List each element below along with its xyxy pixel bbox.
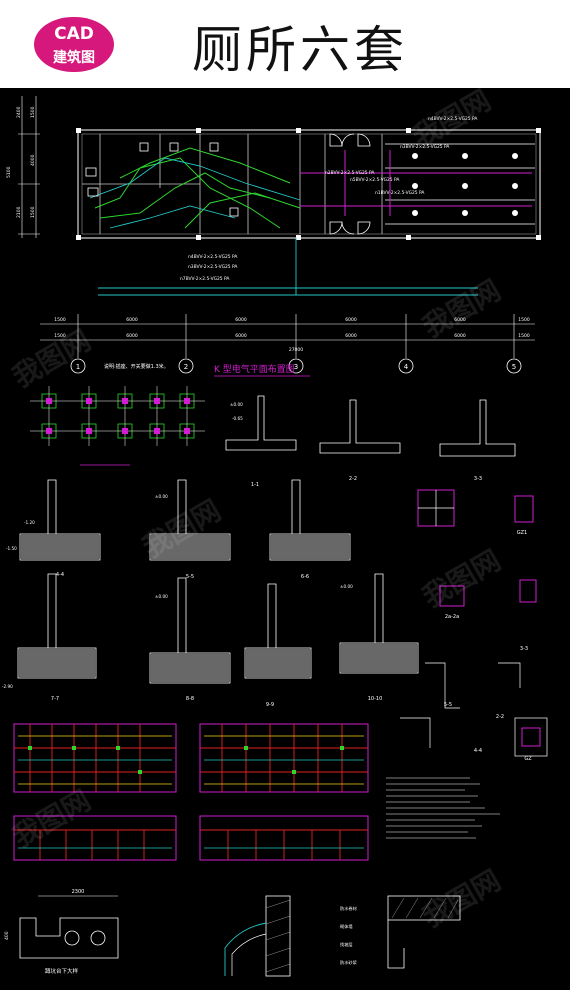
dimension-text: 4000 (30, 154, 36, 166)
column-details: GZ1 GZ 2a-2a 3-3 5-5 2-2 4-4 (400, 489, 548, 762)
light-fixtures (412, 153, 518, 216)
watermark-text: 我图网 (7, 783, 96, 854)
elevation-label: ±0.00 (155, 494, 168, 499)
cable-label: n4BVV-2×2.5-VG25 PA (428, 116, 477, 122)
column-label: 2-2 (496, 714, 504, 720)
elevation-label: -2.90 (2, 684, 13, 689)
elevation-label: ±0.00 (340, 584, 353, 589)
dimension-text: 1500 (54, 317, 66, 323)
general-notes (386, 777, 500, 839)
overall-dimension: 27000 (289, 347, 303, 353)
dimension-text: 6000 (126, 317, 138, 323)
elevation-label: ±0.00 (155, 594, 168, 599)
cable-label: n4BVV-2×2.5-VG25 PA (188, 254, 237, 260)
dimension-text: 400 (4, 931, 10, 940)
dimension-text: 1500 (30, 206, 36, 218)
plan-title: K 型电气平面布置图 (214, 363, 295, 375)
badge-cad-text: CAD (54, 24, 94, 44)
dimension-text: 1500 (30, 106, 36, 118)
axis-bubbles: 1 2 3 4 5 (70, 358, 522, 374)
section-label: 8-8 (186, 696, 194, 702)
section-label: 5-5 (186, 574, 194, 580)
cable-label: n3BVV-2×2.5-VG25 PA (188, 264, 237, 270)
section-label: 6-6 (301, 574, 309, 580)
section-label: 1-1 (251, 482, 259, 488)
foundation-grid (30, 386, 205, 466)
section-label: 7-7 (51, 696, 59, 702)
cad-badge: CAD 建筑图 (34, 17, 114, 72)
pit-width: 2300 (72, 889, 85, 895)
detail-note: 找坡层 (340, 941, 353, 948)
dimension-text: 6000 (345, 333, 357, 339)
column-label: 2a-2a (445, 614, 459, 620)
structural-plans (13, 723, 369, 861)
header-banner: CAD 建筑图 厕所六套 (0, 0, 570, 88)
dimension-text: 2100 (16, 206, 22, 218)
cable-label: n5BVV-2×2.5-VG25 PA (350, 177, 399, 183)
detail-note: 防水砂浆 (340, 959, 358, 966)
dimension-text: 1500 (518, 317, 530, 323)
dimension-text: 1500 (54, 333, 66, 339)
pit-label: 蹲坑台下大样 (45, 967, 79, 975)
gravel-fill (19, 535, 417, 682)
column-label: GZ (524, 756, 532, 762)
column-label: 5-5 (444, 702, 452, 708)
dimension-text: 6000 (126, 333, 138, 339)
cable-label: n7BVV-2×2.5-VG25 PA (180, 276, 229, 282)
section-label: 3-3 (474, 476, 482, 482)
dimension-text: 6000 (345, 317, 357, 323)
watermark-text: 我图网 (7, 323, 96, 394)
detail-note: 砌体墙 (340, 923, 353, 930)
axis-label: 5 (512, 363, 516, 371)
cad-drawing: n4BVV-2×2.5-VG25 PA n3BVV-2×2.5-VG25 PA … (2, 88, 548, 977)
column-label: GZ1 (517, 530, 527, 536)
dimension-text: 6000 (235, 333, 247, 339)
cable-label: n3BVV-2×2.5-VG25 PA (400, 144, 449, 150)
axis-label: 1 (76, 363, 80, 371)
dimension-text: 6000 (454, 317, 466, 323)
section-label: 9-9 (266, 702, 274, 708)
cable-label: n2BVV-2×2.5-VG25 PA (325, 170, 374, 176)
axis-label: 2 (184, 363, 188, 371)
axis-label: 3 (294, 363, 298, 371)
watermark-text: 我图网 (417, 543, 506, 614)
foundation-sections (17, 395, 516, 684)
detail-note: 防水卷材 (340, 905, 357, 912)
section-label: 4-4 (56, 572, 64, 578)
page-title: 厕所六套 (192, 21, 408, 79)
dimension-text: 1500 (518, 333, 530, 339)
section-label: 10-10 (368, 696, 383, 702)
axis-label: 4 (404, 363, 409, 371)
elevation-label: ±0.00 (230, 402, 243, 407)
column-label: 3-3 (520, 646, 528, 652)
electrical-plan: n4BVV-2×2.5-VG25 PA n3BVV-2×2.5-VG25 PA … (6, 96, 541, 377)
section-label: 2-2 (349, 476, 357, 482)
plan-note: 说明:插座、开关要做1.3米。 (104, 363, 169, 370)
cable-label: n1BVV-2×2.5-VG25 PA (375, 190, 424, 196)
dimension-text: 2400 (16, 106, 22, 118)
elevation-label: -1.20 (24, 520, 35, 525)
badge-category-text: 建筑图 (53, 50, 95, 66)
dimension-text: 6000 (235, 317, 247, 323)
dimension-text: 5100 (6, 166, 12, 178)
column-label: 4-4 (474, 748, 482, 754)
elevation-label: -1.50 (6, 546, 17, 551)
bottom-details: 2300 400 蹲坑台下大样 防水卷材 (4, 889, 461, 977)
watermark-text: 我图网 (417, 863, 506, 934)
dimension-text: 6000 (454, 333, 466, 339)
elevation-label: -0.65 (232, 416, 243, 421)
